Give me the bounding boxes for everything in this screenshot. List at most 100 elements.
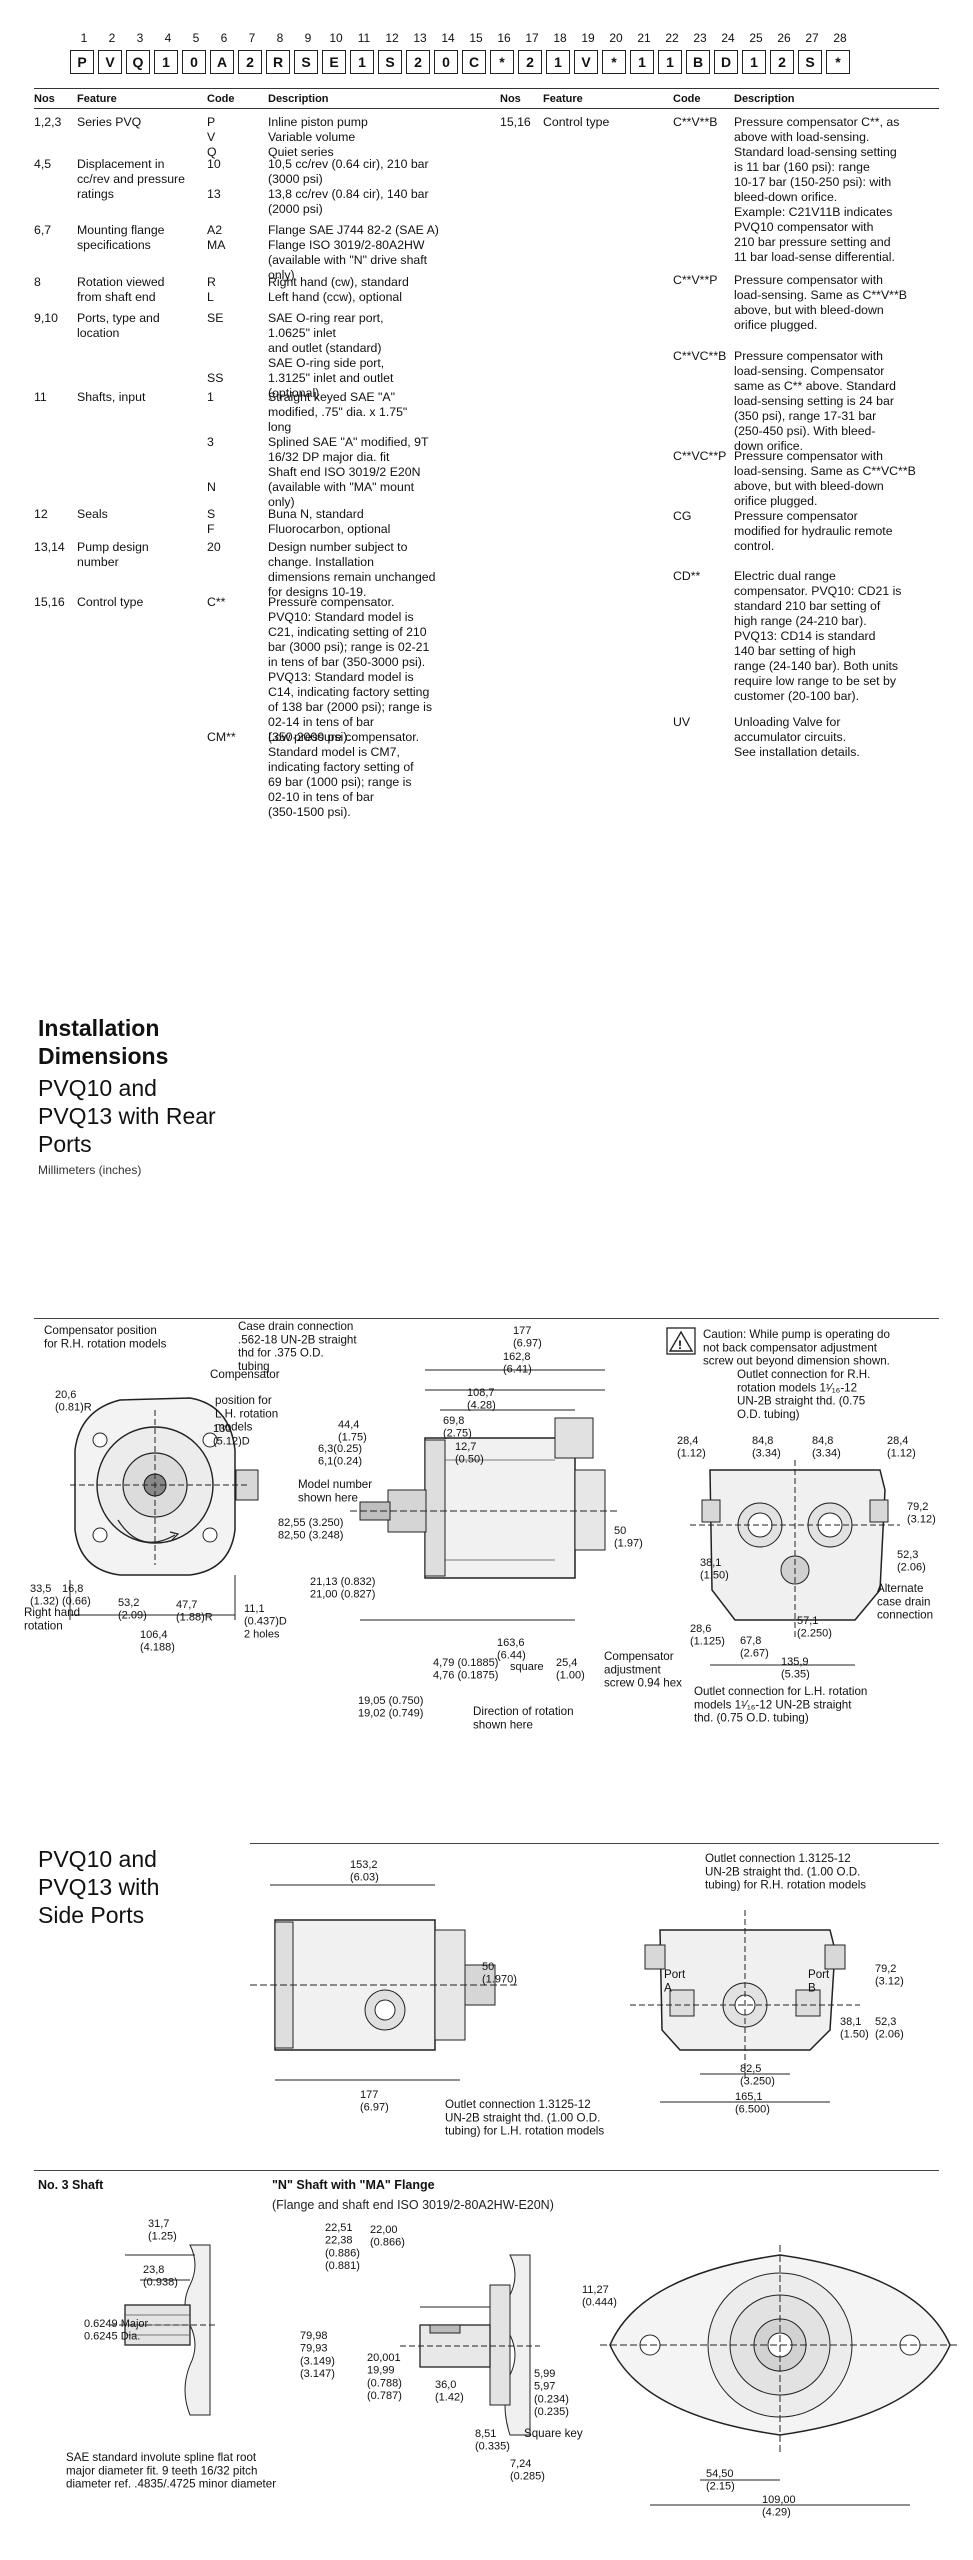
dim-82-55: 82,55 (3.250)82,50 (3.248) [278,1517,343,1542]
svg-text:!: ! [678,1338,682,1352]
cell-feature: Seals [77,507,108,521]
dim-54-50: 54,50(2.15) [706,2468,735,2493]
table-header-rule [34,108,939,109]
code-box: Q [126,50,150,74]
dim-135-9: 135,9(5.35) [781,1656,810,1681]
code-box: 1 [350,50,374,74]
code-box: 1 [742,50,766,74]
cell-nos: 6,7 [34,223,52,237]
dim-23-8: 23,8(0.938) [143,2264,178,2289]
cell-description: Electric dual range compensator. PVQ10: … [734,569,902,703]
dim-84-8-left: 84,8(3.34) [752,1435,781,1460]
code-box: S [378,50,402,74]
dim-52-3-side: 52,3(2.06) [875,2016,904,2041]
col-header-feature-right: Feature [543,93,583,105]
cell-feature: Shafts, input [77,390,146,404]
shaft3-title: No. 3 Shaft [38,2178,104,2192]
ma-flange-drawing [600,2245,960,2506]
dim-31-7: 31,7(1.25) [148,2218,177,2243]
cell-code: C**VC**P [673,449,727,463]
cell-code: 20 [207,540,221,554]
code-position-number: 7 [248,31,256,45]
cell-code: 10 13 [207,157,221,201]
code-position-number: 19 [581,31,595,45]
code-position-number: 4 [164,31,172,45]
dim-22-00: 22,00(0.866) [370,2224,405,2249]
dim-12-7: 12,7(0.50) [455,1441,484,1466]
code-position-number: 9 [304,31,312,45]
cell-feature: Series PVQ [77,115,142,129]
code-position-number: 24 [721,31,735,45]
cell-code: P V Q [207,115,217,159]
installation-title: Installation Dimensions [38,1015,169,1069]
case-drain-label: Case drain connection.562-18 UN-2B strai… [238,1320,357,1373]
cell-code: SE SS [207,311,224,385]
cell-code: CG [673,509,692,523]
rear-ports-rule [34,1318,939,1320]
cell-nos: 1,2,3 [34,115,62,129]
square-label: square [510,1661,544,1673]
cell-code: C** [207,595,226,609]
dim-79-2: 79,2(3.12) [907,1501,936,1526]
cell-nos: 4,5 [34,157,52,171]
dim-82-5-side: 82,5(3.250) [740,2063,775,2088]
code-box: 2 [518,50,542,74]
side-ports-title: PVQ10 and PVQ13 with Side Ports [38,1846,160,1928]
cell-feature: Pump design number [77,540,149,569]
code-box: A [210,50,234,74]
dim-67-8: 67,8(2.67) [740,1635,769,1660]
rear-ports-subtitle: PVQ10 and PVQ13 with Rear Ports [38,1075,216,1157]
code-position-number: 10 [329,31,343,45]
code-position-number: 3 [136,31,144,45]
col-header-nos-right: Nos [500,93,521,105]
cell-description: Pressure compensator C**, as above with … [734,115,900,264]
code-position-number: 5 [192,31,200,45]
code-box: 1 [630,50,654,74]
code-box: 1 [658,50,682,74]
cell-description: Pressure compensator with load-sensing. … [734,449,916,508]
col-header-feature-left: Feature [77,93,117,105]
code-position-number: 13 [413,31,427,45]
code-position-number: 23 [693,31,707,45]
code-position-number: 18 [553,31,567,45]
cell-nos: 9,10 [34,311,58,325]
dim-6-3: 6,3(0.25)6,1(0.24) [318,1443,362,1468]
dim-109-00: 109,00(4.29) [762,2494,796,2519]
dim-28-6: 28,6(1.125) [690,1623,725,1648]
code-position-number: 1 [80,31,88,45]
square-key-label: Square key [524,2427,583,2440]
cell-description: Low pressure compensator. Standard model… [268,730,420,819]
code-position-number: 12 [385,31,399,45]
shaftN-title: "N" Shaft with "MA" Flange [272,2178,435,2192]
side-view-body [250,1884,520,2081]
code-box: B [686,50,710,74]
cell-nos: 8 [34,275,41,289]
cell-feature: Control type [543,115,610,129]
cell-code: 1 3 N [207,390,216,494]
side-ports-rule [250,1843,939,1845]
cell-description: Unloading Valve for accumulator circuits… [734,715,860,759]
cell-description: Pressure compensator with load-sensing. … [734,349,897,453]
cell-feature: Control type [77,595,144,609]
cell-code: C**V**P [673,273,718,287]
dim-177: 177(6.97) [513,1325,542,1350]
dim-50: 50(1.97) [614,1525,643,1550]
col-header-code-left: Code [207,93,235,105]
cell-feature: Ports, type and location [77,311,160,340]
code-box: C [462,50,486,74]
rear-side-view [350,1369,620,1621]
code-position-number: 21 [637,31,651,45]
code-box: S [294,50,318,74]
